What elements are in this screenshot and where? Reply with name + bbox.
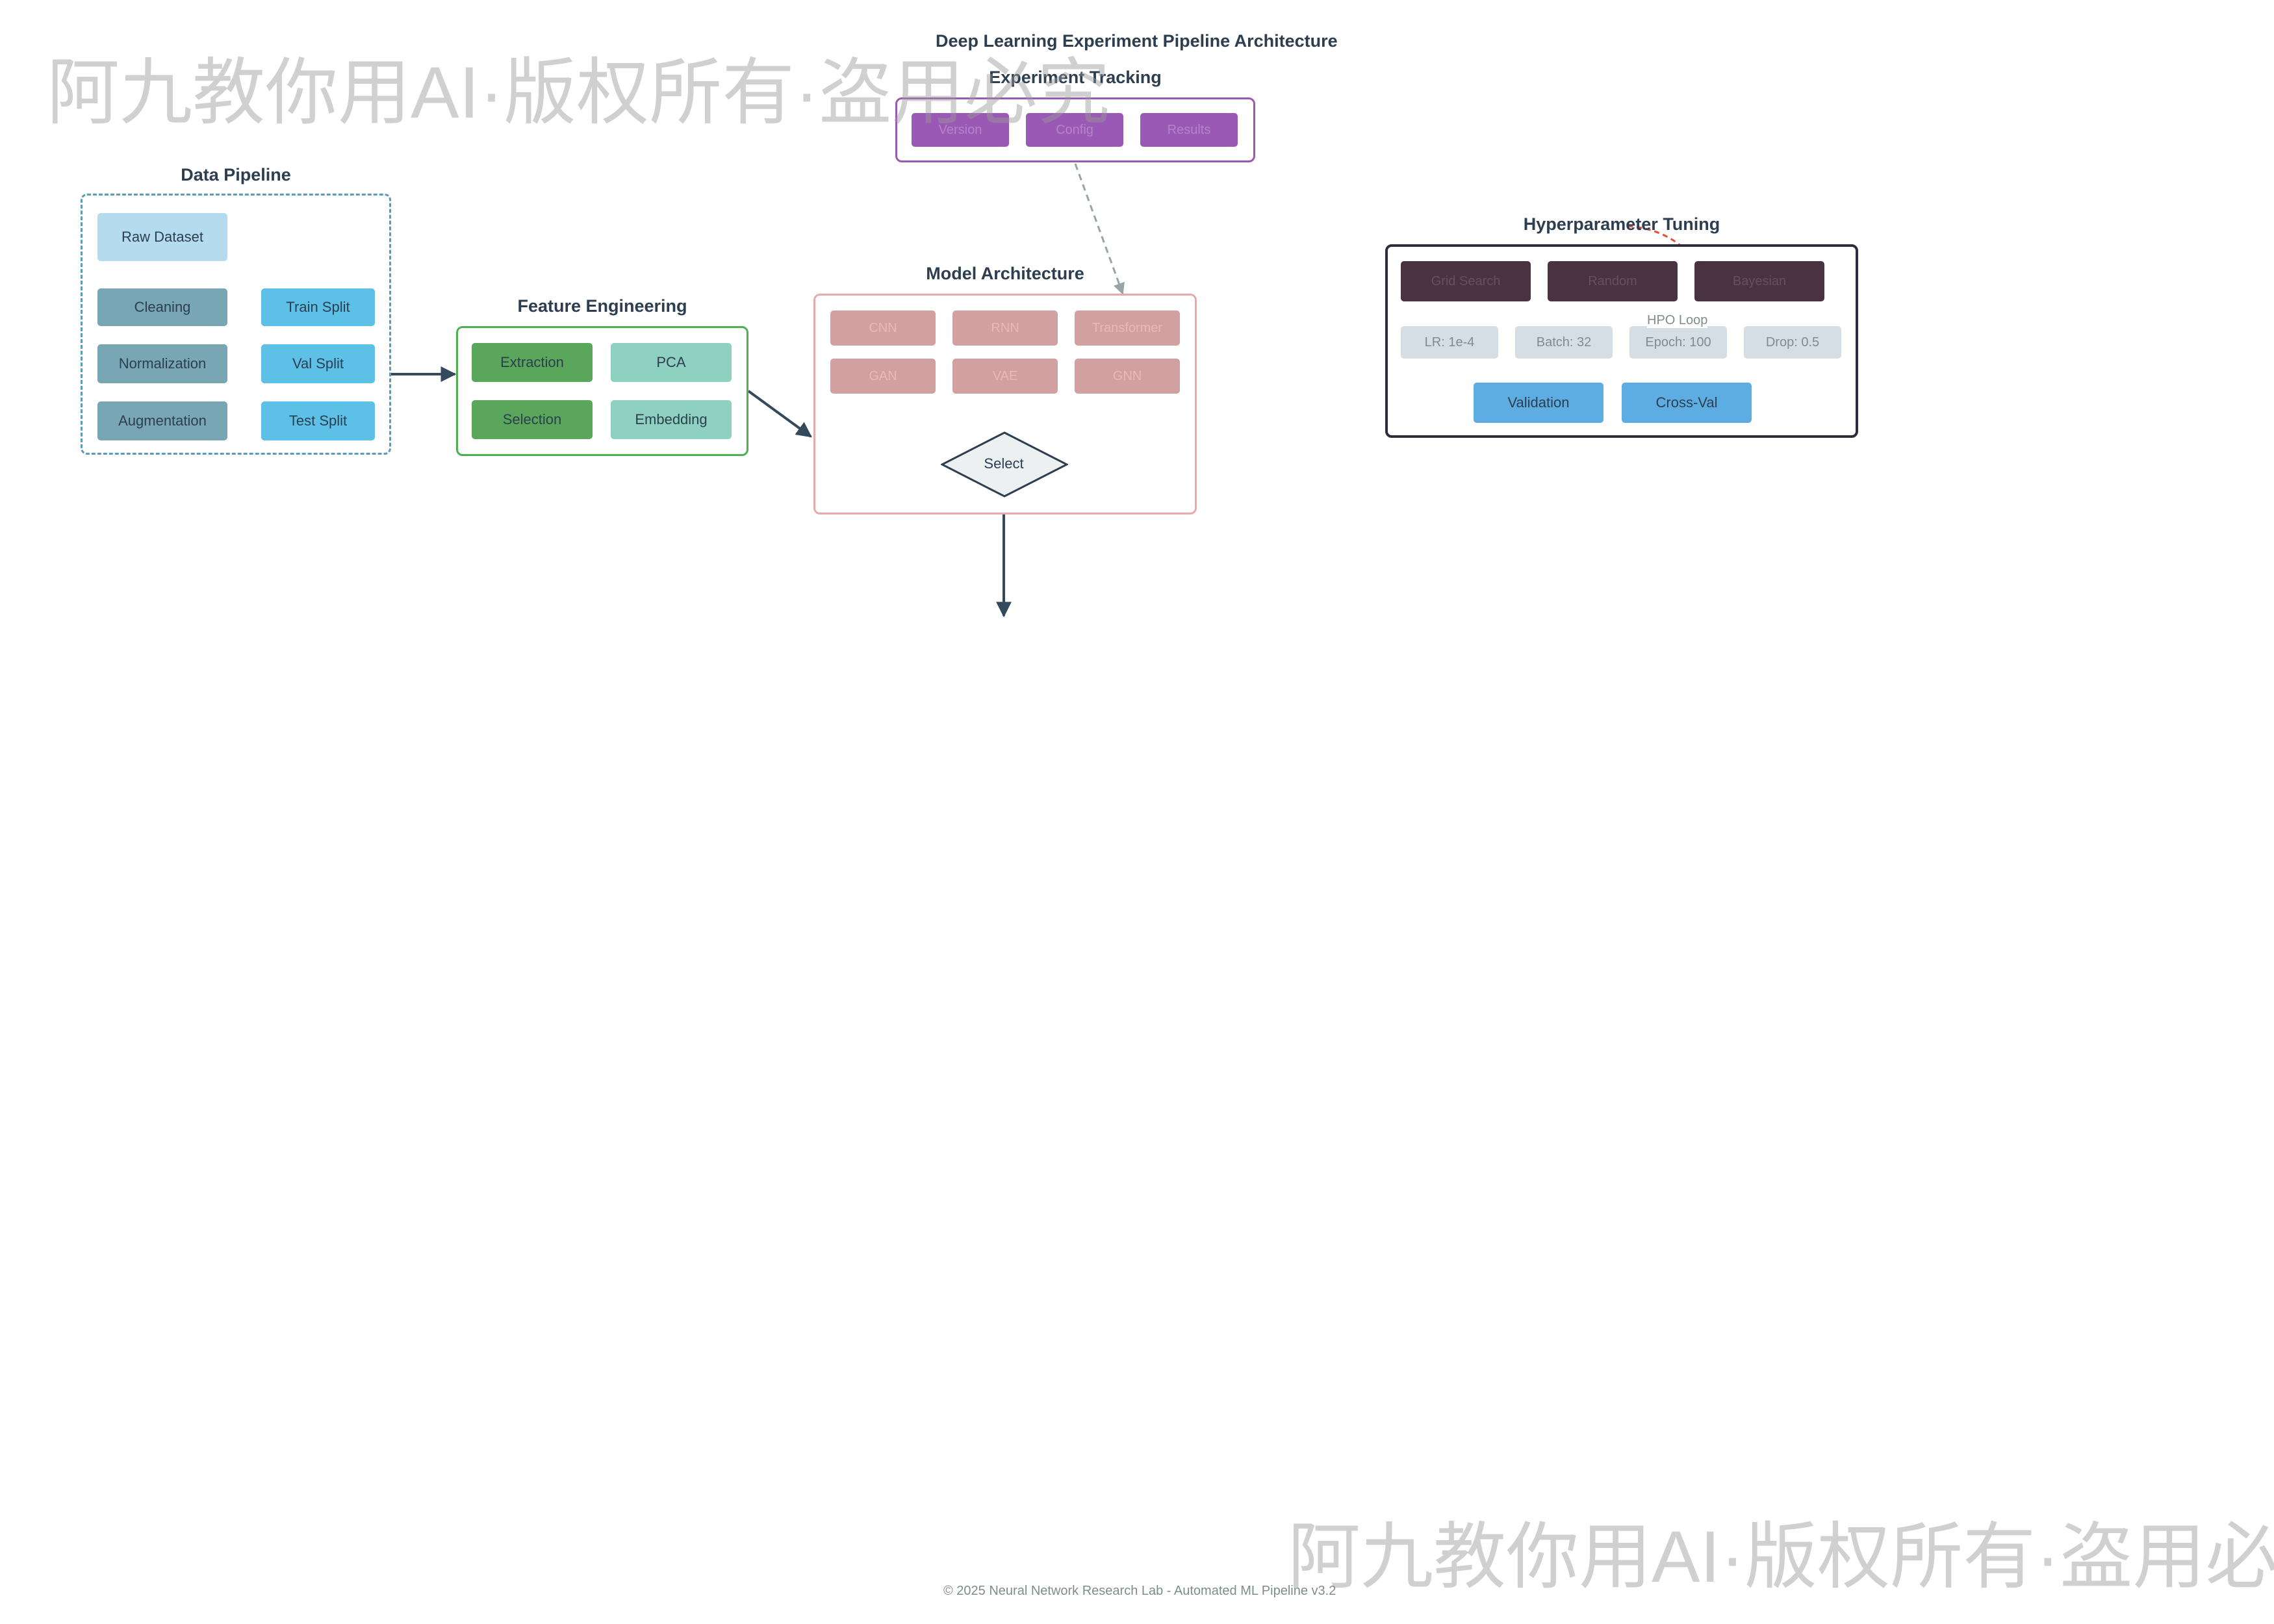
node-cnn[interactable]: CNN	[830, 311, 936, 346]
node-selection[interactable]: Selection	[472, 400, 593, 439]
node-val-split[interactable]: Val Split	[261, 344, 375, 383]
group-title-hyperparameter-tuning: Hyperparameter Tuning	[1523, 214, 1720, 234]
hpo-loop-label: HPO Loop	[1647, 313, 1708, 328]
node-transformer[interactable]: Transformer	[1075, 311, 1180, 346]
diagram-title: Deep Learning Experiment Pipeline Archit…	[936, 31, 1338, 51]
node-normalization[interactable]: Normalization	[97, 344, 227, 383]
group-title-model-architecture: Model Architecture	[926, 264, 1084, 283]
node-train-split[interactable]: Train Split	[261, 288, 375, 326]
node-test-split[interactable]: Test Split	[261, 401, 375, 440]
node-rnn[interactable]: RNN	[952, 311, 1058, 346]
node-cleaning[interactable]: Cleaning	[97, 288, 227, 326]
node-epoch[interactable]: Epoch: 100	[1629, 326, 1727, 359]
node-batch[interactable]: Batch: 32	[1515, 326, 1613, 359]
node-results[interactable]: Results	[1140, 113, 1238, 147]
edge-tracking-to-model	[1074, 163, 1125, 295]
node-pca[interactable]: PCA	[611, 343, 732, 382]
node-validation[interactable]: Validation	[1474, 383, 1603, 423]
node-embedding[interactable]: Embedding	[611, 400, 732, 439]
node-vae[interactable]: VAE	[952, 359, 1058, 394]
node-version[interactable]: Version	[912, 113, 1009, 147]
node-cross-val[interactable]: Cross-Val	[1622, 383, 1752, 423]
node-drop[interactable]: Drop: 0.5	[1744, 326, 1841, 359]
group-title-experiment-tracking: Experiment Tracking	[989, 68, 1162, 87]
edge-feature-to-model	[747, 390, 812, 438]
node-grid-search[interactable]: Grid Search	[1401, 261, 1531, 301]
watermark-top: 阿九教你用AI·版权所有·盗用必究	[47, 52, 1110, 133]
node-augmentation[interactable]: Augmentation	[97, 401, 227, 440]
node-raw-dataset[interactable]: Raw Dataset	[97, 213, 227, 261]
node-config[interactable]: Config	[1026, 113, 1123, 147]
footer-text: © 2025 Neural Network Research Lab - Aut…	[943, 1584, 1336, 1598]
group-title-feature-engineering: Feature Engineering	[517, 296, 687, 316]
node-select-label: Select	[984, 455, 1024, 472]
node-gnn[interactable]: GNN	[1075, 359, 1180, 394]
node-gan[interactable]: GAN	[830, 359, 936, 394]
node-bayesian[interactable]: Bayesian	[1694, 261, 1824, 301]
group-title-data-pipeline: Data Pipeline	[181, 165, 291, 184]
node-random[interactable]: Random	[1548, 261, 1678, 301]
watermark-bottom: 阿九教你用AI·版权所有·盗用必究	[1288, 1516, 2274, 1597]
node-extraction[interactable]: Extraction	[472, 343, 593, 382]
node-lr[interactable]: LR: 1e-4	[1401, 326, 1498, 359]
node-select-diamond[interactable]	[941, 431, 1068, 498]
